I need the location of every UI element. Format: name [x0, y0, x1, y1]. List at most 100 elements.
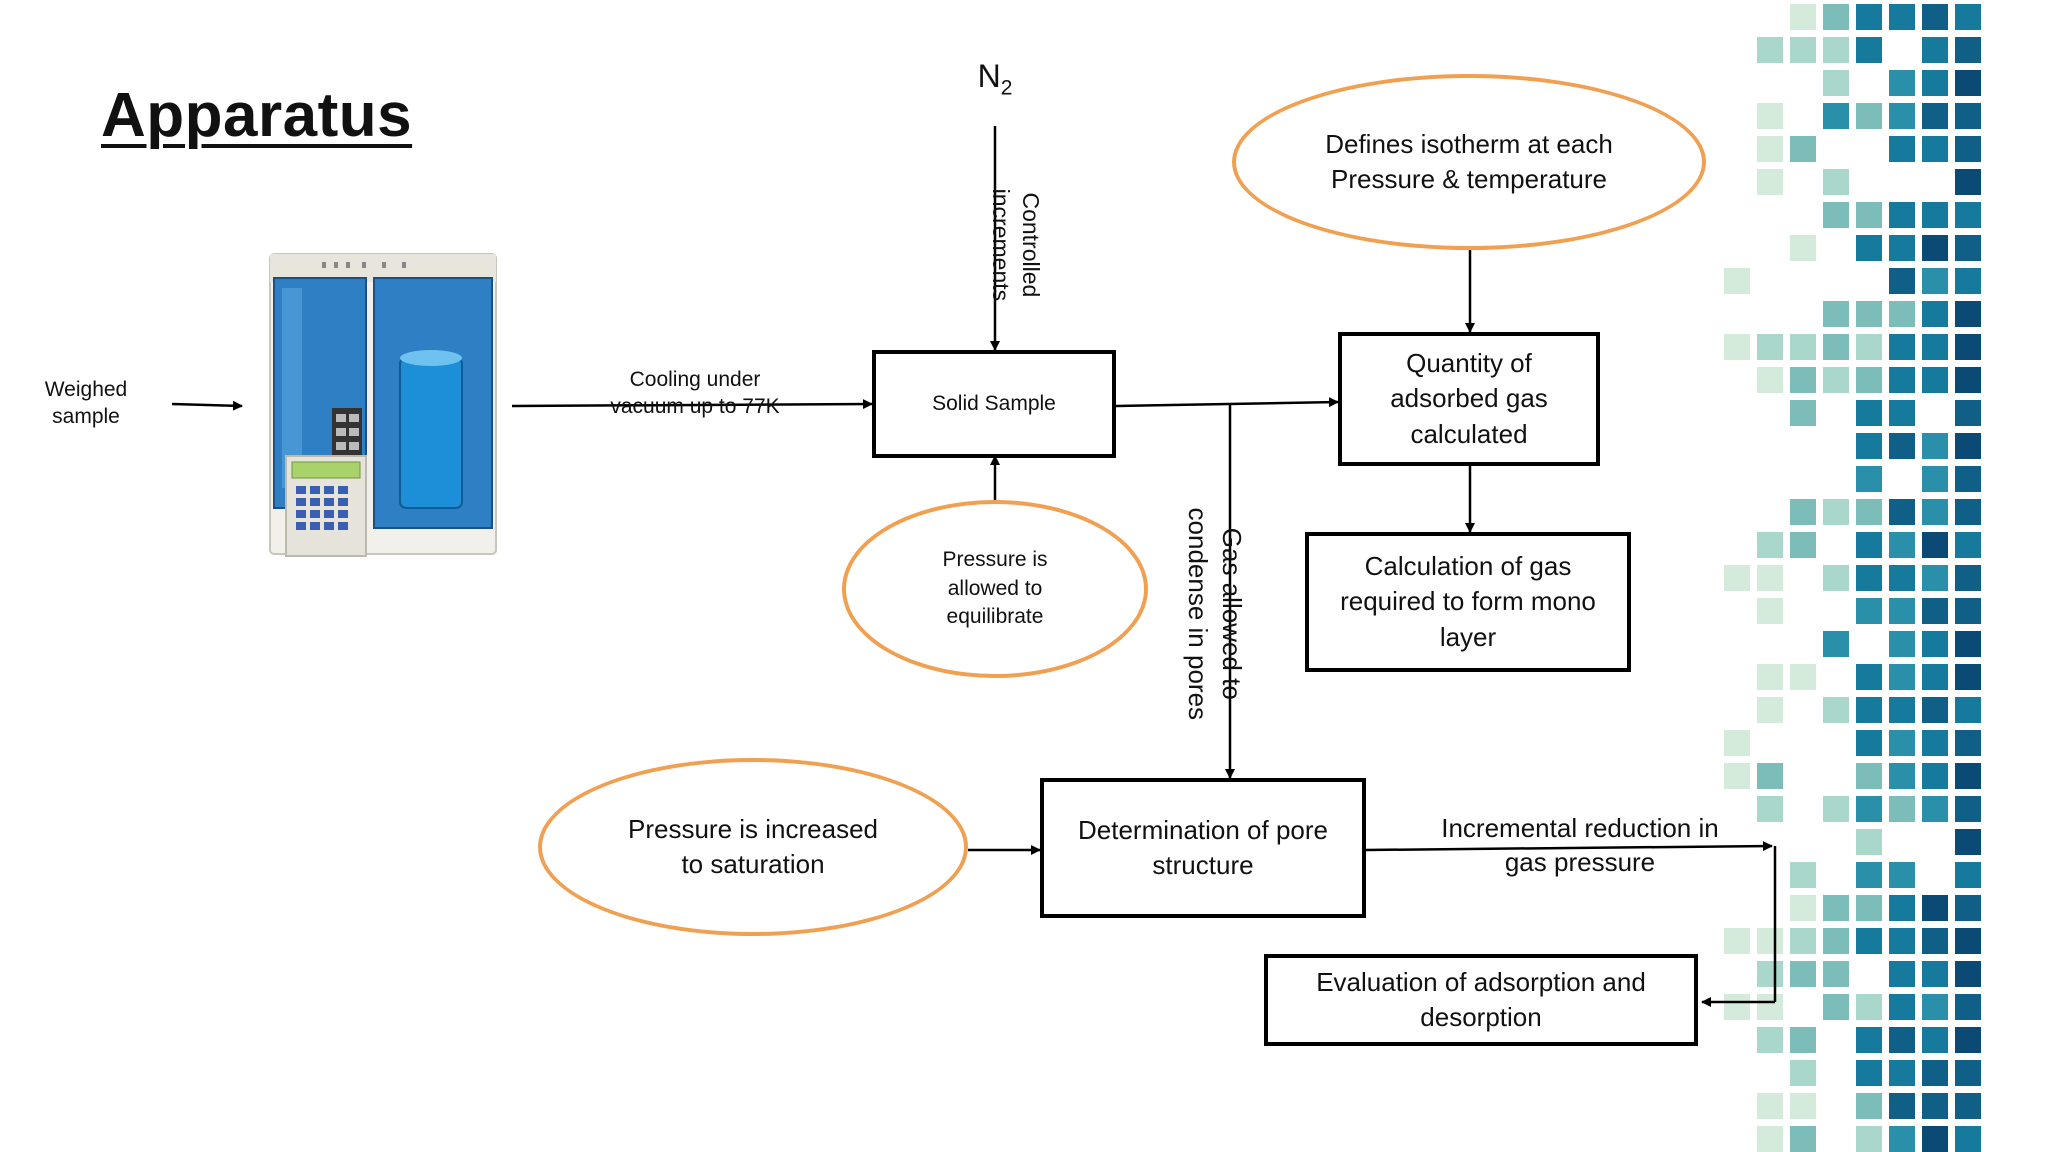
mosaic-tile: [1757, 796, 1783, 822]
mosaic-tile: [1889, 565, 1915, 591]
mosaic-tile: [1724, 928, 1750, 954]
mosaic-tile: [1889, 994, 1915, 1020]
mosaic-tile: [1856, 763, 1882, 789]
mosaic-tile: [1955, 37, 1981, 63]
label-n2: N2: [960, 56, 1030, 102]
arrow-weighed-to-machine: [171, 400, 243, 411]
mosaic-tile: [1757, 994, 1783, 1020]
mosaic-tile: [1922, 466, 1948, 492]
mosaic-tile: [1724, 763, 1750, 789]
mosaic-tile: [1955, 994, 1981, 1020]
mosaic-tile: [1856, 664, 1882, 690]
mosaic-tile: [1922, 1126, 1948, 1152]
mosaic-tile: [1790, 4, 1816, 30]
mosaic-tile: [1757, 532, 1783, 558]
mosaic-tile: [1922, 499, 1948, 525]
mosaic-tile: [1823, 994, 1849, 1020]
box-solid-sample: Solid Sample: [872, 350, 1116, 458]
mosaic-tile: [1922, 664, 1948, 690]
mosaic-tile: [1922, 763, 1948, 789]
mosaic-tile: [1790, 235, 1816, 261]
mosaic-tile: [1856, 235, 1882, 261]
mosaic-tile: [1889, 301, 1915, 327]
mosaic-tile: [1922, 796, 1948, 822]
mosaic-tile: [1757, 169, 1783, 195]
mosaic-tile: [1757, 928, 1783, 954]
mosaic-tile: [1955, 4, 1981, 30]
mosaic-tile: [1856, 367, 1882, 393]
mosaic-tile: [1922, 730, 1948, 756]
mosaic-tile: [1889, 1126, 1915, 1152]
mosaic-tile: [1922, 136, 1948, 162]
mosaic-tile: [1856, 730, 1882, 756]
mosaic-tile: [1889, 697, 1915, 723]
mosaic-tile: [1889, 235, 1915, 261]
mosaic-tile: [1856, 4, 1882, 30]
mosaic-tile: [1955, 499, 1981, 525]
mosaic-tile: [1889, 532, 1915, 558]
mosaic-tile: [1856, 1027, 1882, 1053]
mosaic-tile: [1955, 598, 1981, 624]
mosaic-tile: [1955, 532, 1981, 558]
mosaic-tile: [1823, 334, 1849, 360]
mosaic-tile: [1922, 4, 1948, 30]
mosaic-tile: [1889, 961, 1915, 987]
mosaic-tile: [1889, 1027, 1915, 1053]
mosaic-tile: [1922, 37, 1948, 63]
mosaic-tile: [1955, 730, 1981, 756]
box-calculation-monolayer: Calculation of gas required to form mono…: [1305, 532, 1631, 672]
mosaic-tile: [1955, 895, 1981, 921]
mosaic-tile: [1955, 631, 1981, 657]
mosaic-tile: [1790, 895, 1816, 921]
mosaic-tile: [1889, 895, 1915, 921]
mosaic-tile: [1823, 70, 1849, 96]
mosaic-tile: [1955, 367, 1981, 393]
mosaic-tile: [1889, 928, 1915, 954]
mosaic-tile: [1955, 565, 1981, 591]
label-incremental-reduction: Incremental reduction in gas pressure: [1441, 813, 1719, 877]
page-title: Apparatus: [101, 81, 413, 150]
mosaic-tile: [1823, 169, 1849, 195]
mosaic-tile: [1955, 466, 1981, 492]
mosaic-tile: [1823, 895, 1849, 921]
mosaic-tile: [1856, 928, 1882, 954]
mosaic-tile: [1856, 697, 1882, 723]
mosaic-tile: [1757, 1027, 1783, 1053]
mosaic-tile: [1856, 202, 1882, 228]
mosaic-tile: [1790, 1027, 1816, 1053]
mosaic-tile: [1757, 598, 1783, 624]
mosaic-tile: [1955, 928, 1981, 954]
mosaic-tile: [1955, 103, 1981, 129]
mosaic-tile: [1757, 334, 1783, 360]
mosaic-tile: [1889, 202, 1915, 228]
mosaic-tile: [1922, 631, 1948, 657]
mosaic-tile: [1790, 532, 1816, 558]
arrow-cooling-to-solid: [511, 399, 873, 410]
mosaic-tile: [1856, 103, 1882, 129]
mosaic-tile: [1922, 268, 1948, 294]
mosaic-tile: [1922, 1060, 1948, 1086]
mosaic-tile: [1889, 763, 1915, 789]
mosaic-tile: [1922, 532, 1948, 558]
mosaic-tile: [1724, 334, 1750, 360]
label-controlled-increments: Controlled increments: [988, 188, 1044, 302]
mosaic-tile: [1955, 235, 1981, 261]
mosaic-tile: [1790, 1126, 1816, 1152]
mosaic-tile: [1955, 862, 1981, 888]
mosaic-tile: [1790, 499, 1816, 525]
label-n2-base: N: [977, 58, 1001, 94]
mosaic-tile: [1889, 70, 1915, 96]
mosaic-tile: [1856, 37, 1882, 63]
mosaic-tile: [1922, 334, 1948, 360]
mosaic-tile: [1955, 268, 1981, 294]
mosaic-tile: [1955, 1060, 1981, 1086]
mosaic-tile: [1757, 697, 1783, 723]
mosaic-tile: [1856, 994, 1882, 1020]
mosaic-tile: [1889, 268, 1915, 294]
mosaic-tile: [1922, 565, 1948, 591]
mosaic-tile: [1856, 895, 1882, 921]
mosaic-tile: [1922, 598, 1948, 624]
mosaic-tile: [1922, 928, 1948, 954]
mosaic-tile: [1922, 961, 1948, 987]
